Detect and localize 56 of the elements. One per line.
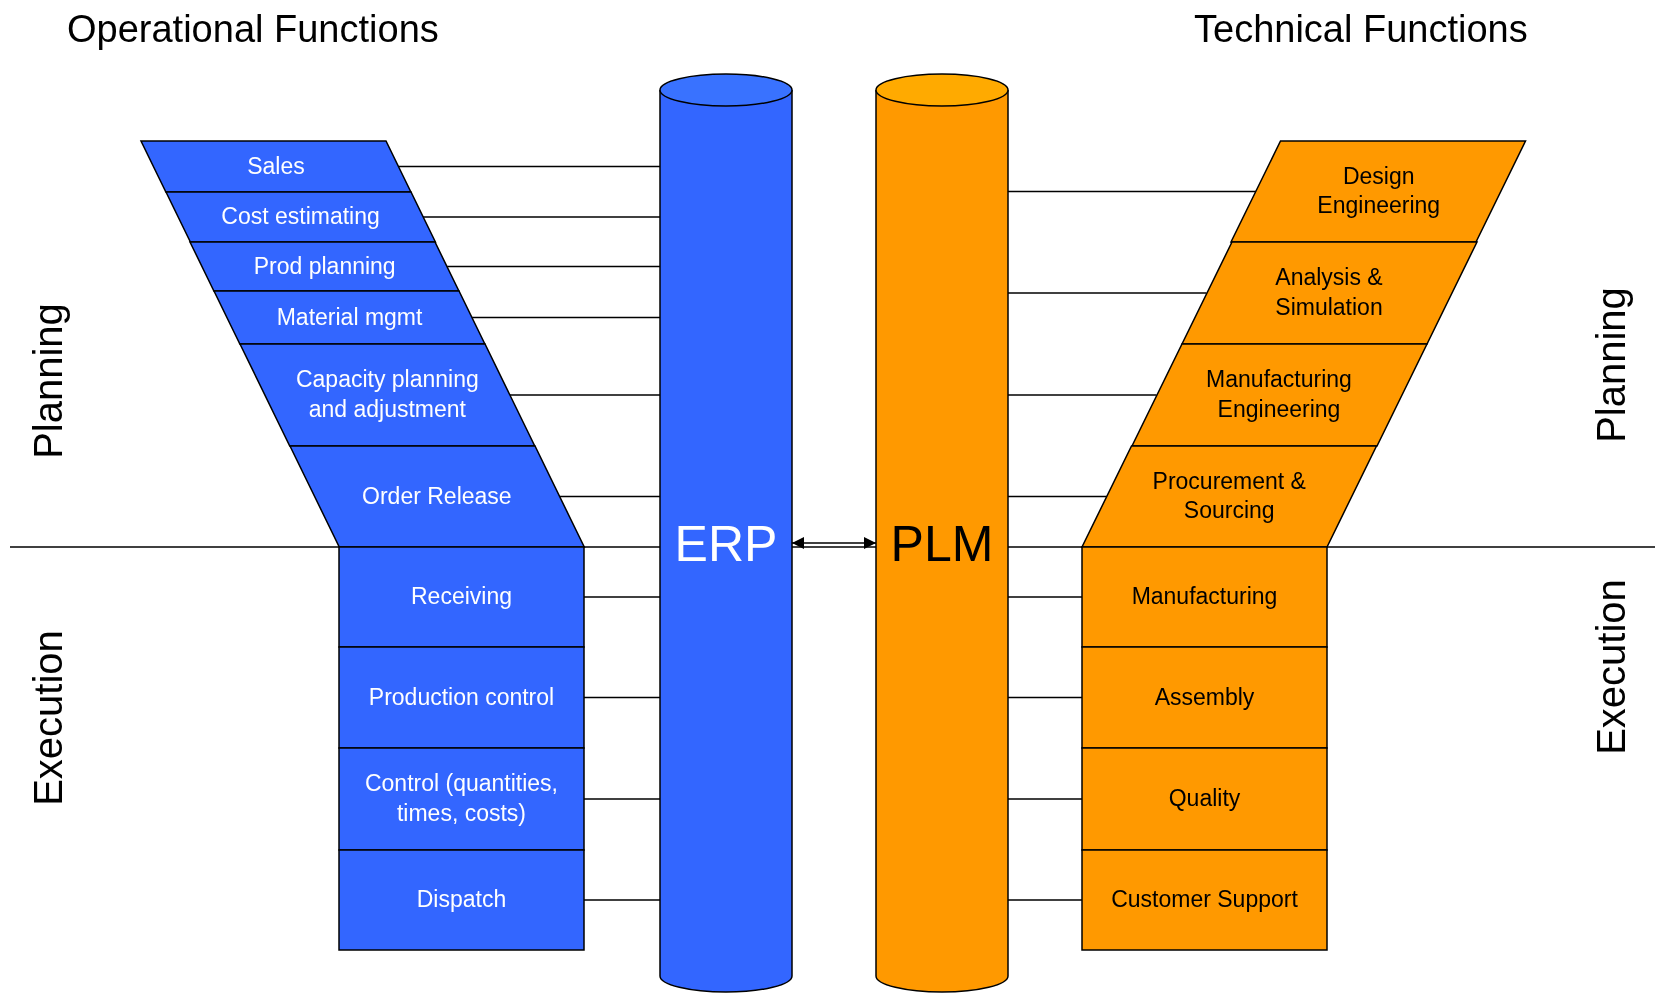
function-label: Assembly xyxy=(1153,682,1256,712)
system-label: ERP xyxy=(673,515,779,574)
connector-line xyxy=(509,394,661,396)
section-label: Planning xyxy=(25,303,71,459)
function-label: Prod planning xyxy=(252,251,397,281)
function-row xyxy=(289,446,584,547)
function-label: Order Release xyxy=(361,481,513,511)
function-label: Design Engineering xyxy=(1316,161,1442,221)
connector-line xyxy=(1007,596,1083,598)
function-row xyxy=(141,141,411,192)
connector-line xyxy=(1007,190,1257,193)
function-label: Analysis & Simulation xyxy=(1274,263,1384,322)
function-row xyxy=(339,647,584,748)
function-row xyxy=(190,242,460,291)
function-label: Control (quantities, times, costs) xyxy=(363,769,559,828)
function-row xyxy=(1082,446,1377,547)
function-label: Receiving xyxy=(410,582,513,612)
function-label: Sales xyxy=(246,151,306,181)
function-row xyxy=(1082,748,1327,850)
section-label: Execution xyxy=(25,630,71,806)
connector-line xyxy=(446,265,661,268)
function-row xyxy=(1082,547,1327,647)
function-label: Quality xyxy=(1167,784,1242,814)
function-row xyxy=(240,344,535,446)
connector-line xyxy=(1007,495,1108,498)
section-label: Planning xyxy=(1588,287,1634,443)
function-row xyxy=(1131,344,1427,446)
connector-line xyxy=(397,165,661,168)
function-row xyxy=(339,748,584,850)
function-label: Manufacturing xyxy=(1130,582,1279,612)
function-label: Material mgmt xyxy=(275,302,424,332)
function-label: Dispatch xyxy=(415,885,508,915)
connector-line xyxy=(1007,899,1083,901)
function-label: Cost estimating xyxy=(220,202,381,232)
connector-line xyxy=(1007,798,1083,800)
connector-line xyxy=(422,216,661,218)
function-row xyxy=(1231,141,1526,242)
function-label: Procurement & Sourcing xyxy=(1151,466,1307,526)
function-label: Manufacturing Engineering xyxy=(1205,365,1353,424)
double-arrow xyxy=(791,537,877,549)
function-label: Production control xyxy=(367,682,556,712)
system-label: PLM xyxy=(889,515,995,574)
function-row xyxy=(1082,850,1327,950)
column-heading: Operational Functions xyxy=(67,8,439,51)
connector-line xyxy=(1007,696,1083,699)
function-row xyxy=(1181,242,1477,344)
function-row xyxy=(1082,647,1327,748)
connector-line xyxy=(558,495,661,498)
section-label: Execution xyxy=(1588,579,1634,755)
function-label: Customer Support xyxy=(1110,885,1299,915)
function-row xyxy=(339,547,584,647)
column-heading: Technical Functions xyxy=(1194,8,1528,51)
function-label: Capacity planning and adjustment xyxy=(294,365,480,424)
function-row xyxy=(165,192,436,242)
connector-line xyxy=(471,316,661,319)
function-row xyxy=(339,850,584,950)
